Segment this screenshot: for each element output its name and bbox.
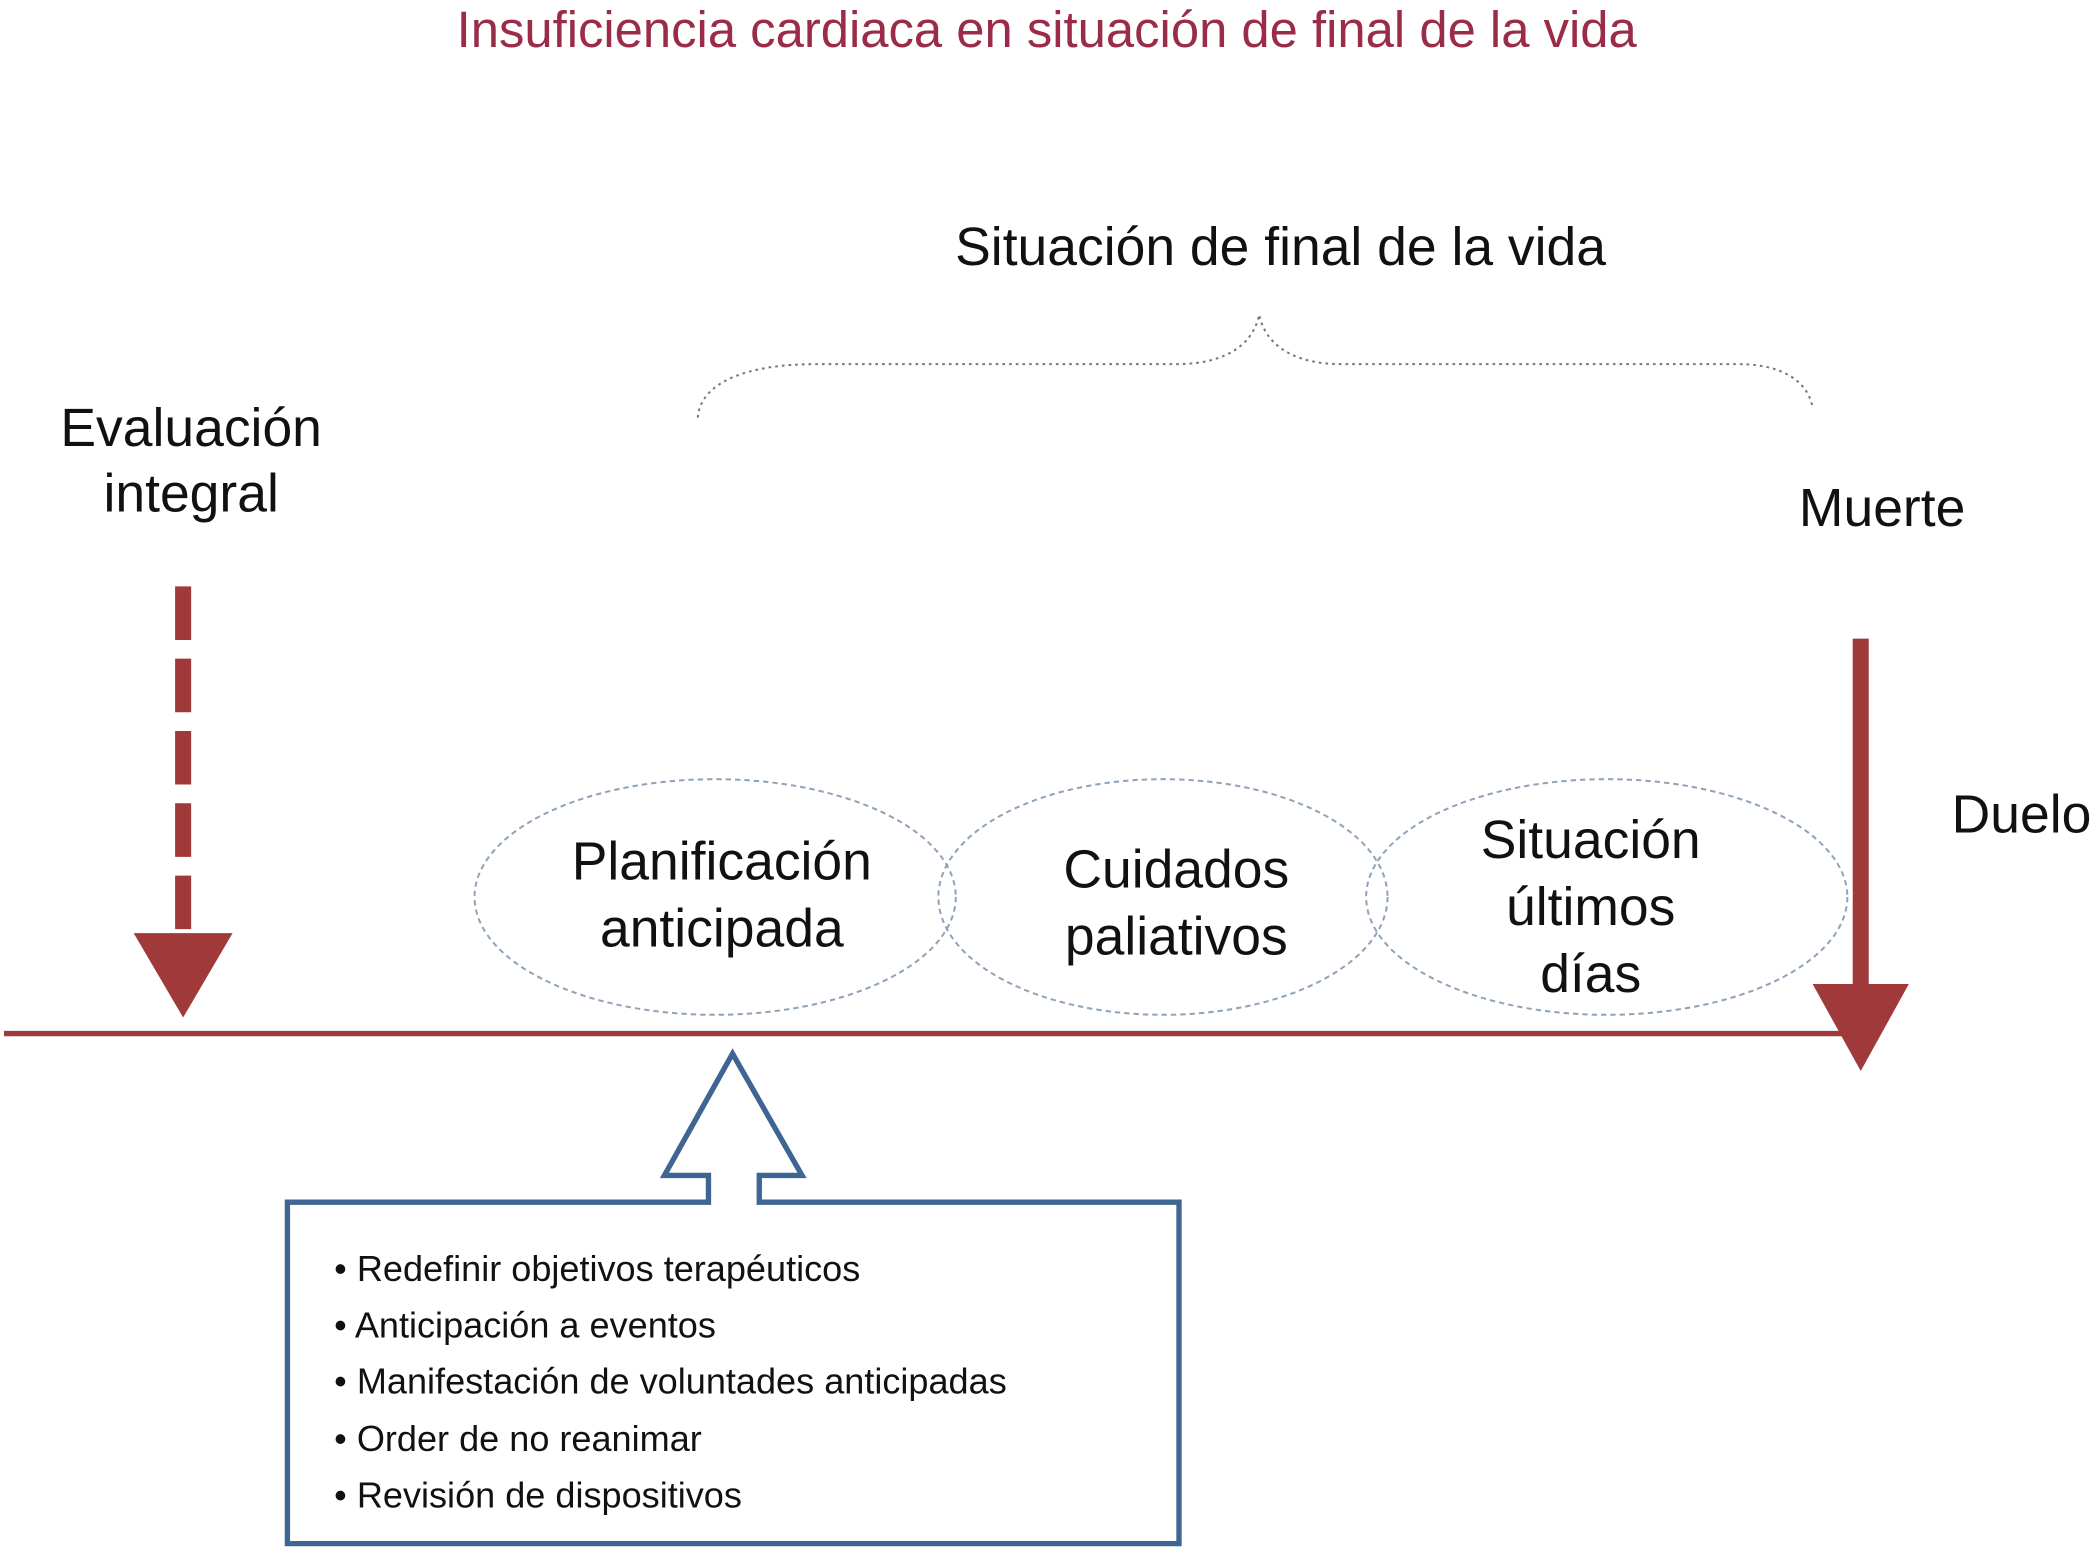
phase-ellipse-palliative xyxy=(937,778,1389,1016)
death-arrow-head xyxy=(1812,984,1909,1072)
death-label: Muerte xyxy=(1799,479,1965,538)
phase-palliative-line1: Cuidados xyxy=(1063,841,1289,900)
planning-item: • Redefinir objetivos terapéuticos xyxy=(334,1248,860,1289)
grief-label: Duelo xyxy=(1952,786,2092,845)
diagram-title: Insuficiencia cardiaca en situación de f… xyxy=(457,1,1638,58)
planning-item: • Manifestación de voluntades anticipada… xyxy=(334,1361,1007,1402)
dotted-brace xyxy=(696,314,1814,418)
phase-last-days-line3: días xyxy=(1540,945,1641,1004)
evaluation-label-line1: Evaluación xyxy=(60,399,322,458)
planning-item: • Revisión de dispositivos xyxy=(334,1474,742,1515)
phase-planning-line1: Planificación xyxy=(572,833,872,892)
phase-ellipse-last-days xyxy=(1365,778,1849,1016)
evaluation-arrow-head xyxy=(133,933,233,1018)
phase-last-days-line2: últimos xyxy=(1506,878,1675,937)
phase-ellipse-planning xyxy=(473,778,957,1016)
planning-item: • Order de no reanimar xyxy=(334,1418,702,1459)
brace-label: Situación de final de la vida xyxy=(955,218,1606,277)
evaluation-label-line2: integral xyxy=(103,464,278,523)
planning-callout-box xyxy=(284,1048,1182,1547)
phase-palliative-line2: paliativos xyxy=(1065,908,1288,967)
phase-planning-line2: anticipada xyxy=(600,899,844,958)
planning-item: • Anticipación a eventos xyxy=(334,1304,716,1345)
phase-last-days-line1: Situación xyxy=(1481,811,1701,870)
